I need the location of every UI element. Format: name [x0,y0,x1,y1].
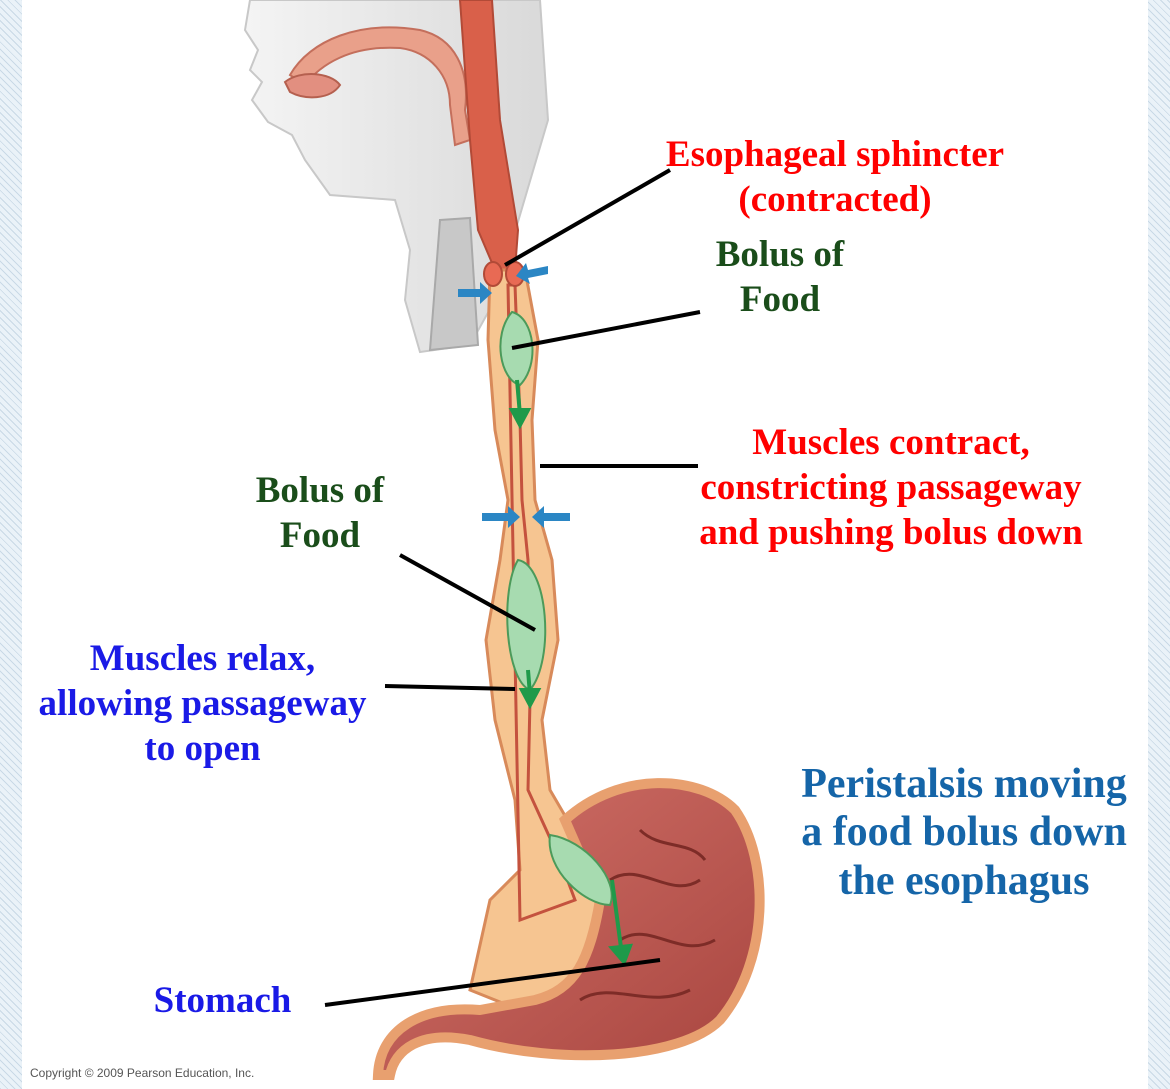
label-line: Esophageal sphincter [640,132,1030,177]
label-line: and pushing bolus down [655,510,1127,555]
label-stomach: Stomach [130,978,315,1023]
label-line: a food bolus down [760,808,1168,856]
label-line: Bolus of [690,232,870,277]
label-line: the esophagus [760,857,1168,905]
label-muscles-contract: Muscles contract, constricting passagewa… [655,420,1127,555]
label-line: allowing passageway [0,681,405,726]
label-bolus-top: Bolus of Food [690,232,870,322]
label-line: Peristalsis moving [760,760,1168,808]
label-line: Bolus of [225,468,415,513]
label-line: Food [225,513,415,558]
diagram-title: Peristalsis moving a food bolus down the… [760,760,1168,905]
sphincter-left [484,262,502,286]
label-muscles-relax: Muscles relax, allowing passageway to op… [0,636,405,771]
label-line: to open [0,726,405,771]
label-line: Food [690,277,870,322]
label-bolus-middle: Bolus of Food [225,468,415,558]
copyright-notice: Copyright © 2009 Pearson Education, Inc. [30,1066,254,1080]
label-line: constricting passageway [655,465,1127,510]
label-esophageal-sphincter: Esophageal sphincter (contracted) [640,132,1030,222]
label-line: (contracted) [640,177,1030,222]
label-line: Stomach [130,978,315,1023]
label-line: Muscles relax, [0,636,405,681]
label-line: Muscles contract, [655,420,1127,465]
mouth [285,74,340,97]
